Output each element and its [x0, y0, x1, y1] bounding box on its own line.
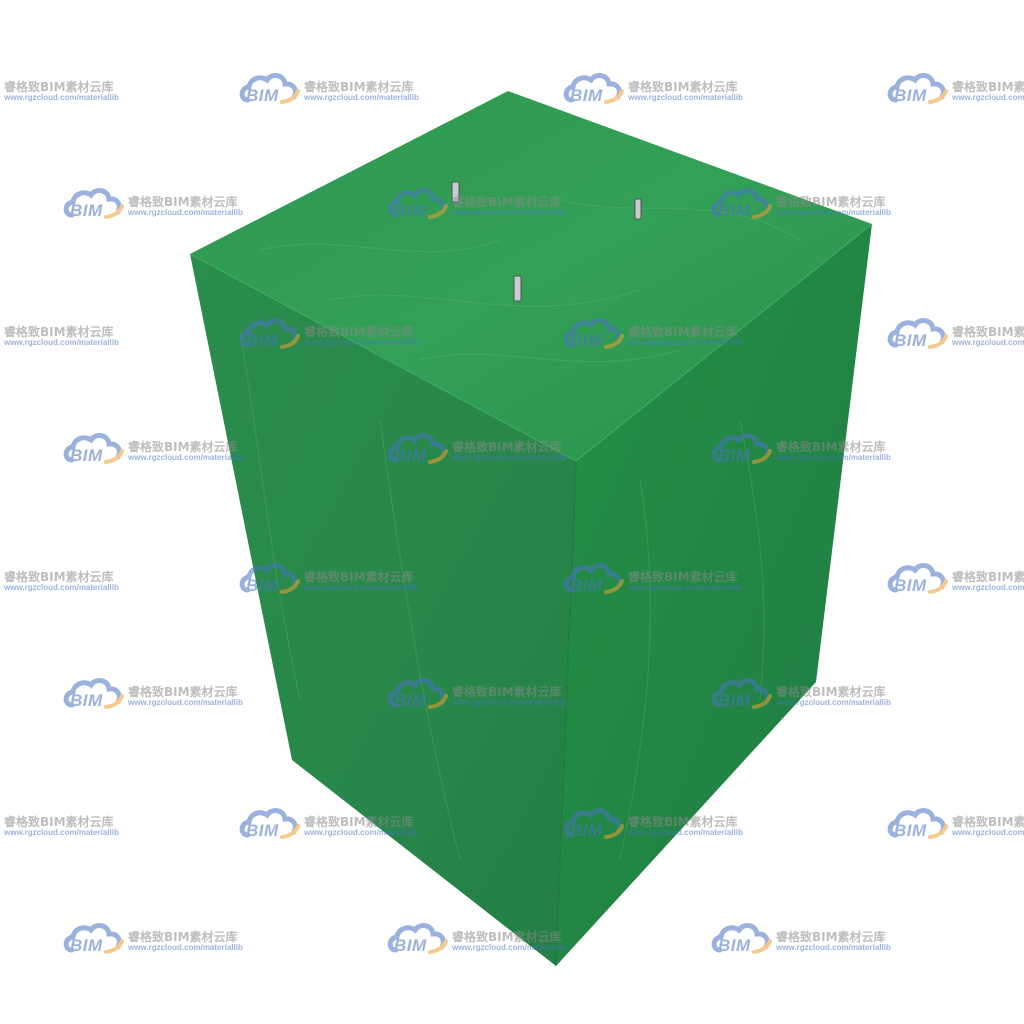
block-top-face	[190, 91, 872, 461]
pin-3	[513, 275, 522, 302]
block-right-face	[556, 224, 872, 966]
wood-texture	[239, 199, 801, 861]
pin-1	[451, 181, 460, 203]
block-left-face	[190, 254, 576, 966]
pin-2	[634, 198, 642, 220]
anchor-pins	[451, 181, 642, 302]
